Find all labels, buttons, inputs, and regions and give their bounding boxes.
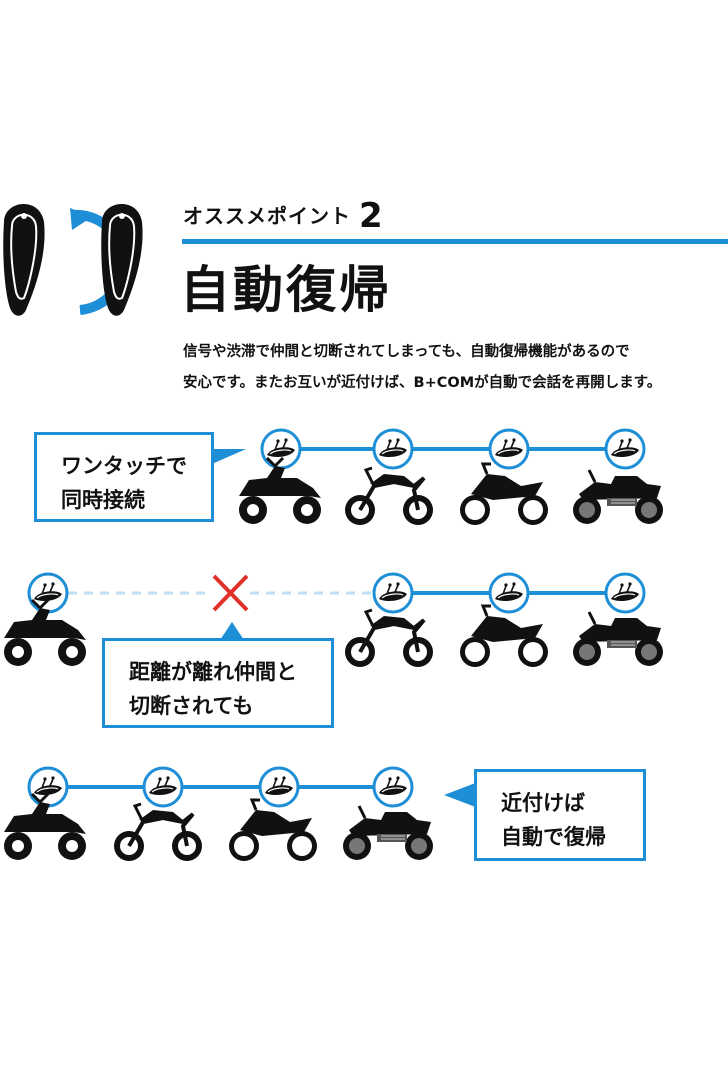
callout-line: 近付けば <box>501 791 585 815</box>
heading-rule <box>182 239 728 244</box>
dirt-bike-icon <box>343 466 435 527</box>
supermoto-icon <box>458 462 550 527</box>
page-title: 自動復帰 <box>180 261 392 319</box>
callout-line: ワンタッチで <box>61 454 187 478</box>
row-2 <box>2 572 665 669</box>
dirt-bike-icon <box>343 608 435 669</box>
description-line-2: 安心です。またお互いが近付けば、B+COMが自動で会話を再開します。 <box>183 375 662 391</box>
callout-line: 自動で復帰 <box>501 825 606 849</box>
row-3-units <box>27 766 414 808</box>
callout-line: 距離が離れ仲間と <box>129 660 297 684</box>
reconnect-headset-icon <box>3 203 143 316</box>
cruiser-icon <box>571 468 665 526</box>
cruiser-icon <box>341 804 435 862</box>
dirt-bike-icon <box>112 802 204 863</box>
cruiser-icon <box>571 610 665 668</box>
callout-line: 同時接続 <box>61 488 145 512</box>
section-heading-number: 2 <box>359 196 384 236</box>
row-1 <box>212 428 665 527</box>
row-1-units <box>260 428 646 470</box>
section-heading-text: オススメポイント <box>183 204 351 228</box>
section-heading: オススメポイント 2 <box>183 196 384 236</box>
supermoto-icon <box>458 604 550 669</box>
description-line-1: 信号や渋滞で仲間と切断されてしまっても、自動復帰機能があるので <box>183 344 630 360</box>
atv-icon <box>2 598 88 668</box>
cross-icon <box>212 574 249 612</box>
atv-icon <box>2 792 88 862</box>
callout-auto-recover: 近付けば 自動で復帰 <box>474 769 646 861</box>
callout-disconnected: 距離が離れ仲間と 切断されても <box>102 638 334 728</box>
row-3 <box>2 766 478 863</box>
row-2-units <box>27 572 646 614</box>
atv-icon <box>237 456 323 526</box>
callout-line: 切断されても <box>129 694 254 718</box>
supermoto-icon <box>227 798 319 863</box>
callout-one-touch: ワンタッチで 同時接続 <box>34 432 214 522</box>
